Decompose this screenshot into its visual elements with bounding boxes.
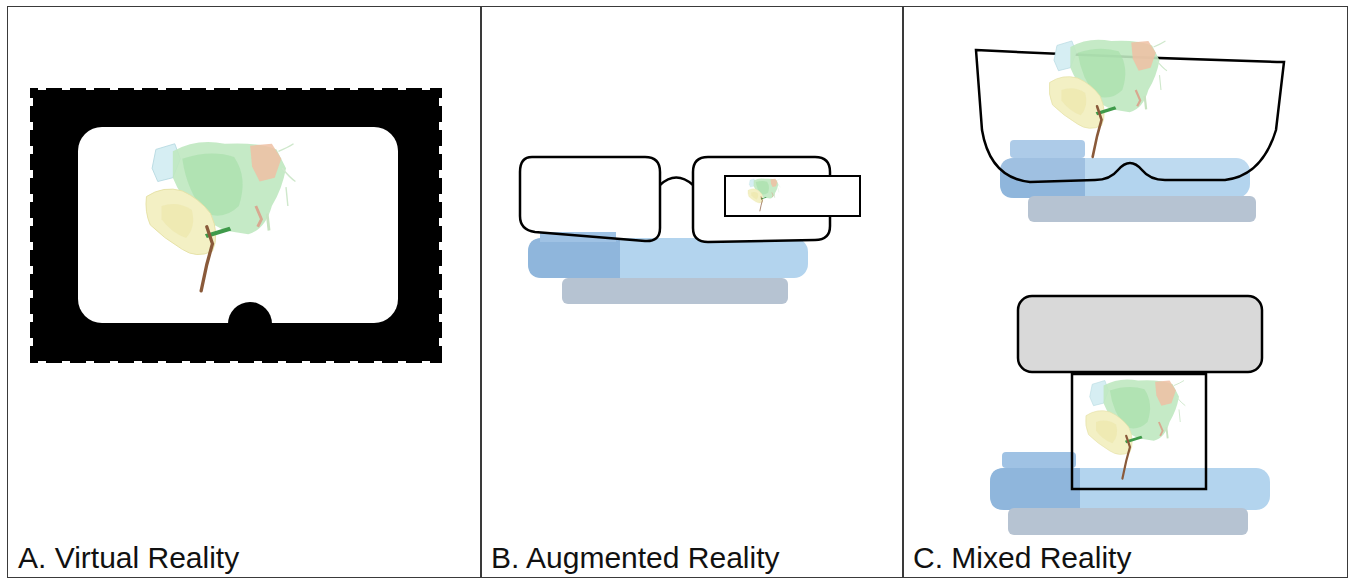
- panel-caption: A. Virtual Reality: [18, 541, 239, 576]
- mr-panel: C. Mixed Reality: [902, 6, 1348, 578]
- panel-caption: B. Augmented Reality: [491, 541, 780, 576]
- ar-panel: B. Augmented Reality: [480, 6, 904, 578]
- vr-panel: A. Virtual Reality: [7, 6, 482, 578]
- panel-caption: C. Mixed Reality: [913, 541, 1131, 576]
